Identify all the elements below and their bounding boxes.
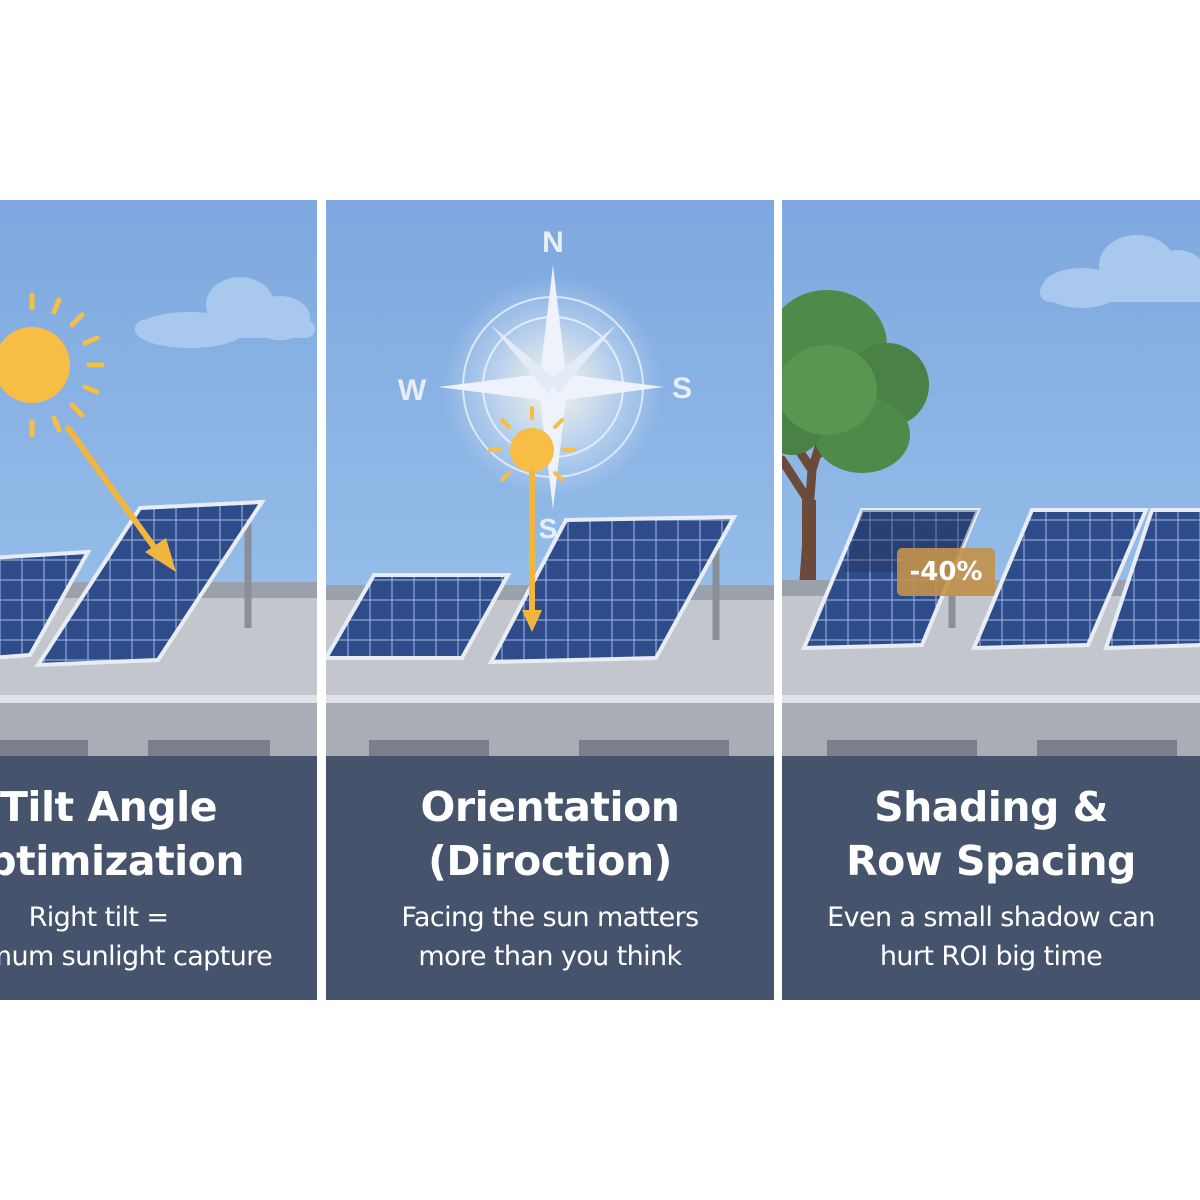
cloud-icon bbox=[1040, 235, 1200, 308]
panel-title: Tilt Angle Optimization bbox=[0, 783, 245, 885]
sunlight-arrow bbox=[522, 469, 542, 632]
solar-panel bbox=[34, 499, 266, 668]
shading-loss-badge: -40% bbox=[897, 548, 995, 596]
solar-panel bbox=[487, 514, 738, 665]
compass-rose-icon: N W S S bbox=[398, 226, 692, 544]
panel-caption: Orientation (Diroction) Facing the sun m… bbox=[326, 756, 774, 1000]
orientation-illustration: N W S S bbox=[326, 226, 774, 756]
compass-south-label: S bbox=[539, 513, 558, 544]
panel-caption: Tilt Angle Optimization Right tilt = Max… bbox=[0, 756, 317, 1000]
orientation-panel: N W S S bbox=[326, 200, 774, 1000]
panel-subtitle: Right tilt = Maximum sunlight capture bbox=[0, 902, 273, 972]
sun-icon bbox=[0, 292, 105, 438]
tilt-illustration bbox=[0, 277, 317, 756]
solar-panel bbox=[1103, 508, 1200, 651]
solar-panel bbox=[326, 573, 512, 660]
shading-panel: -40% Shading & Row Spacing Even a small … bbox=[782, 200, 1200, 1000]
panel-subtitle: Facing the sun matters more than you thi… bbox=[401, 902, 699, 972]
panel-subtitle: Even a small shadow can hurt ROI big tim… bbox=[827, 902, 1155, 972]
cloud-icon bbox=[135, 277, 315, 348]
solar-panel-shaded bbox=[800, 508, 981, 651]
panel-caption: Shading & Row Spacing Even a small shado… bbox=[782, 756, 1200, 1000]
compass-north-label: N bbox=[542, 226, 564, 259]
compass-east-label: S bbox=[672, 372, 692, 405]
sun-icon bbox=[488, 406, 576, 494]
shading-illustration bbox=[782, 235, 1200, 756]
panel-title: Orientation (Diroction) bbox=[420, 783, 680, 885]
solar-panel bbox=[0, 549, 92, 660]
tilt-angle-panel: Tilt Angle Optimization Right tilt = Max… bbox=[0, 200, 317, 1000]
compass-west-label: W bbox=[398, 374, 427, 407]
sunlight-arrow bbox=[65, 425, 176, 572]
tree-icon bbox=[782, 290, 929, 585]
panel-title: Shading & Row Spacing bbox=[846, 783, 1136, 885]
solar-panel bbox=[970, 508, 1150, 651]
